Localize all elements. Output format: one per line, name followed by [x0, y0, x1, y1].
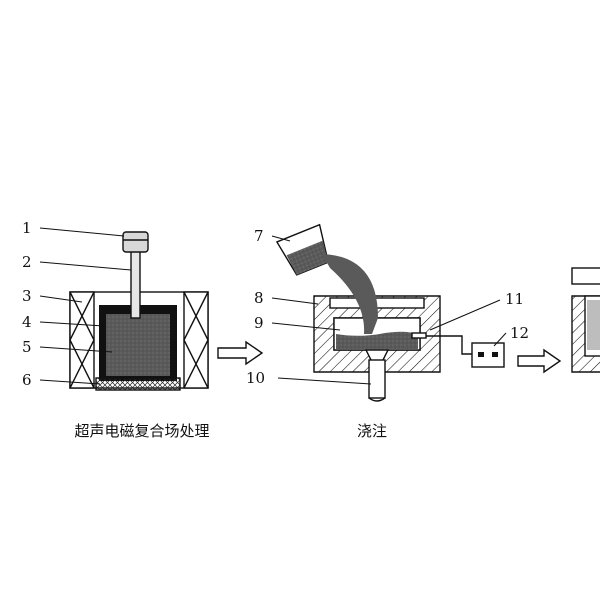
- label-11: 11: [505, 290, 524, 308]
- stage2-leaders: [271, 235, 507, 385]
- caption-stage1: 超声电磁复合场处理: [74, 422, 209, 440]
- label-8: 8: [254, 289, 264, 307]
- stage1-apparatus: [69, 231, 209, 391]
- label-9: 9: [254, 314, 264, 332]
- label-4: 4: [22, 313, 32, 331]
- caption-stage2: 浇注: [357, 422, 387, 440]
- coil-right: [183, 291, 209, 389]
- label-5: 5: [22, 338, 32, 356]
- ultrasonic-rod: [130, 249, 141, 319]
- stage1-leaders: [39, 227, 132, 385]
- base-plate: [95, 377, 181, 391]
- label-1: 1: [22, 219, 32, 237]
- thermocouple-probe: [411, 332, 427, 339]
- transducer-head: [122, 231, 149, 253]
- temperature-meter: [471, 342, 505, 368]
- stage3-apparatus: [571, 267, 600, 373]
- label-3: 3: [22, 287, 32, 305]
- label-2: 2: [22, 253, 32, 271]
- label-12: 12: [510, 324, 529, 342]
- label-10: 10: [246, 369, 265, 387]
- melt: [106, 314, 170, 376]
- coil-left: [69, 291, 95, 389]
- label-7: 7: [254, 227, 264, 245]
- arrow-stage1-to-stage2: [217, 340, 264, 366]
- pour-stream: [322, 254, 378, 334]
- outlet-pipe: [368, 359, 386, 399]
- stage2-apparatus: [275, 223, 505, 402]
- cavity-melt: [336, 331, 418, 349]
- arrow-stage2-to-stage3: [517, 348, 562, 374]
- stage3-top-block: [571, 267, 600, 285]
- label-6: 6: [22, 371, 32, 389]
